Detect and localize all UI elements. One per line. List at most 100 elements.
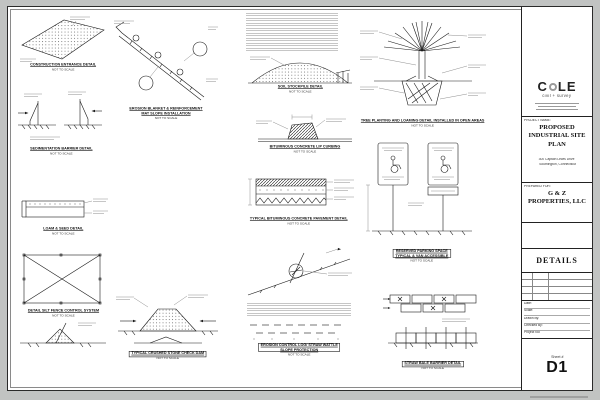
- client-name-line: PROPERTIES, LLC: [528, 198, 586, 206]
- scale-note: NOT TO SCALE: [288, 89, 312, 94]
- project-address: 300 Captain Lewis Drive: [539, 158, 575, 162]
- detail-title-line2: SLOPE PROTECTION: [279, 348, 319, 352]
- logo-letters-le: LE: [557, 79, 577, 95]
- project-name-section: PROJECT NAME: PROPOSED INDUSTRIAL SITE P…: [522, 117, 592, 183]
- detail-title: TYPICAL BITUMINOUS CONCRETE PAVEMENT DET…: [250, 217, 348, 221]
- detail-title: LOAM & SEED DETAIL: [42, 227, 84, 231]
- loam-seed-drawing: [21, 198, 108, 218]
- detail-title-line2: MAT SLOPE INSTALLATION: [141, 111, 191, 116]
- general-notes-block: [244, 13, 340, 51]
- detail-title: TREE PLANTING AND LOAMING DETAIL INSTALL…: [361, 119, 485, 123]
- project-name-line: PLAN: [548, 140, 566, 148]
- sheet-number-section: Sheet # D1: [522, 339, 592, 390]
- silt-fence-plan-drawing: [22, 253, 102, 305]
- scale-note: NOT TO SCALE: [421, 366, 445, 370]
- parking-signs-drawing: [366, 142, 472, 236]
- sedimentation-barrier-drawing: [18, 91, 102, 140]
- check-dam-drawing: [116, 294, 218, 344]
- scale-note: NOT TO SCALE: [51, 67, 75, 72]
- silt-fence-section-drawing: [20, 322, 106, 348]
- sheet-number-label: Sheet #: [550, 354, 564, 359]
- scale-note: NOT TO SCALE: [293, 149, 317, 154]
- revision-row: [522, 294, 592, 300]
- scale-note: NOT TO SCALE: [410, 258, 434, 263]
- prepared-for-section: PREPARED FOR: G & Z PROPERTIES, LLC: [522, 183, 592, 223]
- scale-note: NOT TO SCALE: [51, 313, 75, 318]
- client-name-line: G & Z: [547, 190, 567, 197]
- scale-note: NOT TO SCALE: [154, 116, 178, 121]
- firm-logo-block: C LE civil + survey: [522, 7, 592, 117]
- print-footer-text-placeholder: [530, 396, 588, 398]
- construction-entrance-drawing: [20, 16, 105, 62]
- sheet-title-section: DETAILS: [522, 249, 592, 273]
- firm-phone-placeholder: [538, 105, 576, 107]
- title-block: C LE civil + survey PROJECT NAME: PROPOS…: [521, 7, 592, 390]
- revision-row: [522, 280, 592, 287]
- project-name-line: INDUSTRIAL SITE: [528, 132, 586, 140]
- seal-area: [522, 223, 592, 249]
- revision-row: [522, 287, 592, 294]
- logo-letter-c: C: [537, 79, 548, 95]
- project-name-label: PROJECT NAME:: [524, 119, 551, 123]
- detail-title: CONSTRUCTION ENTRANCE DETAIL: [30, 63, 96, 67]
- detail-title: BITUMINOUS CONCRETE LIP CURBING: [269, 145, 341, 149]
- project-city: Southington, Connecticut: [539, 162, 576, 167]
- field-drawn-by: Drawn By:: [524, 316, 590, 324]
- detail-title: DETAIL SILT FENCE CONTROL SYSTEM: [27, 309, 99, 313]
- lip-curbing-drawing: [256, 114, 352, 142]
- erosion-blanket-drawing: [114, 20, 218, 101]
- pavement-drawing: [248, 178, 354, 206]
- detail-title: RESERVED PARKING SPACE: [396, 249, 448, 254]
- erosion-log-section-drawing: [247, 247, 352, 296]
- erosion-log-notes-text: [247, 303, 351, 317]
- straw-bale-drawing: [383, 294, 478, 349]
- detail-title: EROSION BLANKET & REINFORCEMENT: [129, 107, 203, 111]
- scale-note: NOT TO SCALE: [287, 352, 311, 357]
- field-checked-by: Checked By:: [524, 324, 590, 331]
- firm-web-placeholder: [536, 109, 578, 110]
- tree-planting-drawing: [360, 21, 486, 106]
- detail-title: SEDIMENTATION BARRIER DETAIL: [29, 147, 93, 151]
- soil-stockpile-drawing: [248, 56, 352, 84]
- scale-note: NOT TO SCALE: [411, 123, 435, 128]
- detail-title: EROSION CONTROL LOG/ STRAW WATTLE: [260, 343, 338, 348]
- detail-title: TYPICAL CRUSHED STONE CHECK DAM: [131, 351, 205, 356]
- firm-tagline: civil + survey: [542, 94, 572, 99]
- erosion-log-plan-drawing: [250, 324, 341, 340]
- sheet-title: DETAILS: [536, 256, 578, 265]
- detail-tree-planting: TREE PLANTING AND LOAMING DETAIL INSTALL…: [358, 15, 488, 129]
- revision-table: [522, 273, 592, 301]
- project-name-line: PROPOSED: [539, 124, 575, 131]
- general-notes-text: [246, 13, 338, 51]
- scale-note: NOT TO SCALE: [156, 356, 180, 360]
- detail-title: STRAW BALE BARRIER DETAIL: [404, 361, 462, 366]
- sheet-number: D1: [546, 358, 568, 376]
- logo-circle-icon: [548, 82, 557, 91]
- detail-title-line2: TYPICAL & VAN ACCESSIBLE: [395, 254, 449, 258]
- scale-note: NOT TO SCALE: [49, 151, 73, 156]
- scale-note: NOT TO SCALE: [51, 231, 75, 236]
- firm-logo: C LE: [537, 79, 576, 94]
- detail-pavement: TYPICAL BITUMINOUS CONCRETE PAVEMENT DET…: [242, 169, 356, 227]
- field-date: Date:: [524, 302, 590, 310]
- prepared-for-label: PREPARED FOR:: [524, 185, 551, 189]
- revision-row: [522, 273, 592, 280]
- field-scale: Scale:: [524, 309, 590, 317]
- scale-note: NOT TO SCALE: [287, 221, 311, 226]
- firm-address-placeholder: [535, 102, 579, 104]
- field-project-no: Project No:: [524, 330, 541, 335]
- drawing-info-fields: Date: Scale: Drawn By: Checked By: Proje…: [522, 301, 592, 339]
